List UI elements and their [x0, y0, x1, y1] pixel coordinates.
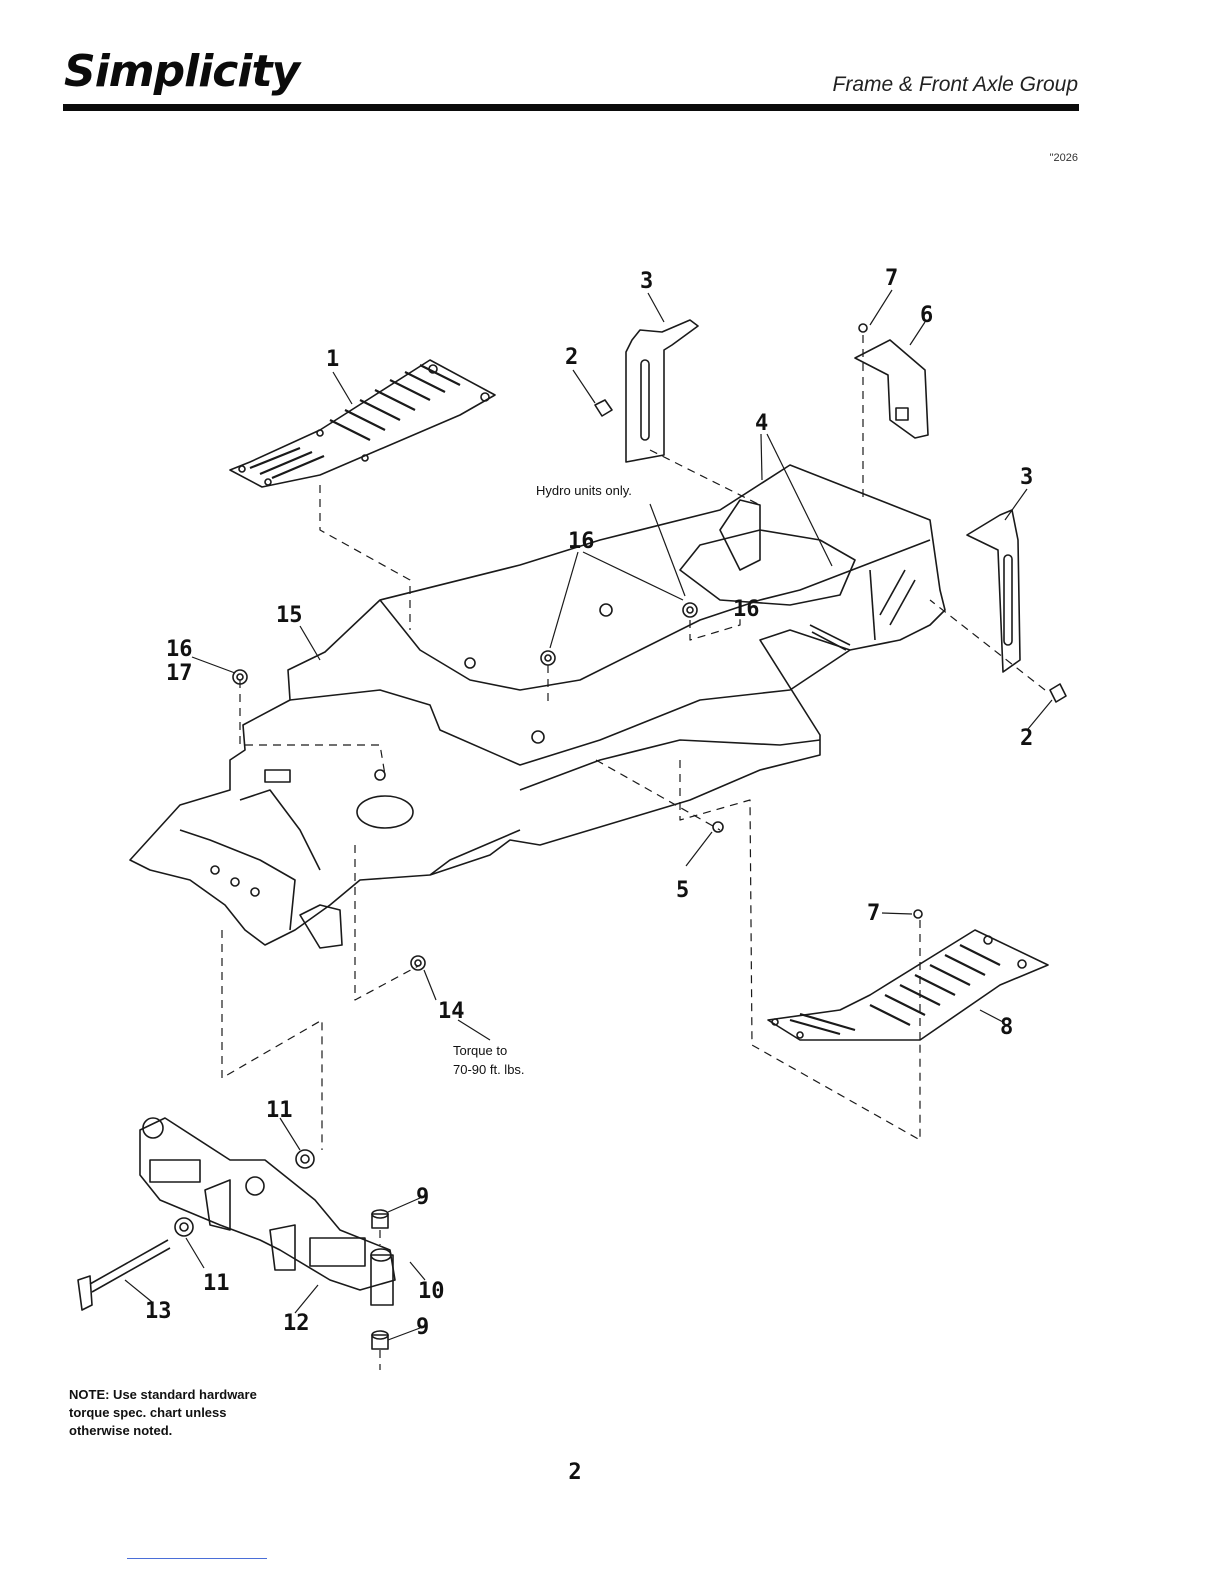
callout-16-middle: 16 [568, 529, 595, 554]
callout-1: 1 [326, 347, 339, 372]
front-axle [140, 1118, 395, 1305]
callout-8: 8 [1000, 1015, 1013, 1040]
callout-7-lower: 7 [867, 901, 880, 926]
callout-9-upper: 9 [416, 1185, 429, 1210]
torque-note-line1: Torque to [453, 1043, 507, 1058]
callout-14: 14 [438, 999, 465, 1024]
callout-5: 5 [676, 878, 689, 903]
callout-2-upper: 2 [565, 345, 578, 370]
plate [855, 340, 928, 438]
callout-16-left: 16 [166, 637, 193, 662]
callout-17: 17 [166, 661, 193, 686]
callout-9-lower: 9 [416, 1315, 429, 1340]
torque-note-line2: 70-90 ft. lbs. [453, 1062, 525, 1077]
hydro-units-note: Hydro units only. [536, 483, 632, 498]
bracket-upper [626, 320, 698, 462]
callout-11-lower: 11 [203, 1271, 230, 1296]
callout-6: 6 [920, 303, 933, 328]
callout-10: 10 [418, 1279, 445, 1304]
callout-11-upper: 11 [266, 1098, 293, 1123]
callout-3-upper: 3 [640, 269, 653, 294]
page-number: 2 [0, 1460, 1150, 1485]
callout-2-lower: 2 [1020, 726, 1033, 751]
callout-16-hydro: 16 [733, 597, 760, 622]
bottom-divider [127, 1558, 267, 1559]
callout-4: 4 [755, 411, 768, 436]
footrest-left [230, 360, 495, 487]
callout-3-right: 3 [1020, 465, 1033, 490]
bracket-right [967, 510, 1020, 672]
hardware-torque-note: NOTE: Use standard hardware torque spec.… [69, 1386, 309, 1440]
callout-15: 15 [276, 603, 303, 628]
callout-13: 13 [145, 1299, 172, 1324]
main-frame [130, 465, 945, 948]
callout-7-upper: 7 [885, 266, 898, 291]
callout-12: 12 [283, 1311, 310, 1336]
